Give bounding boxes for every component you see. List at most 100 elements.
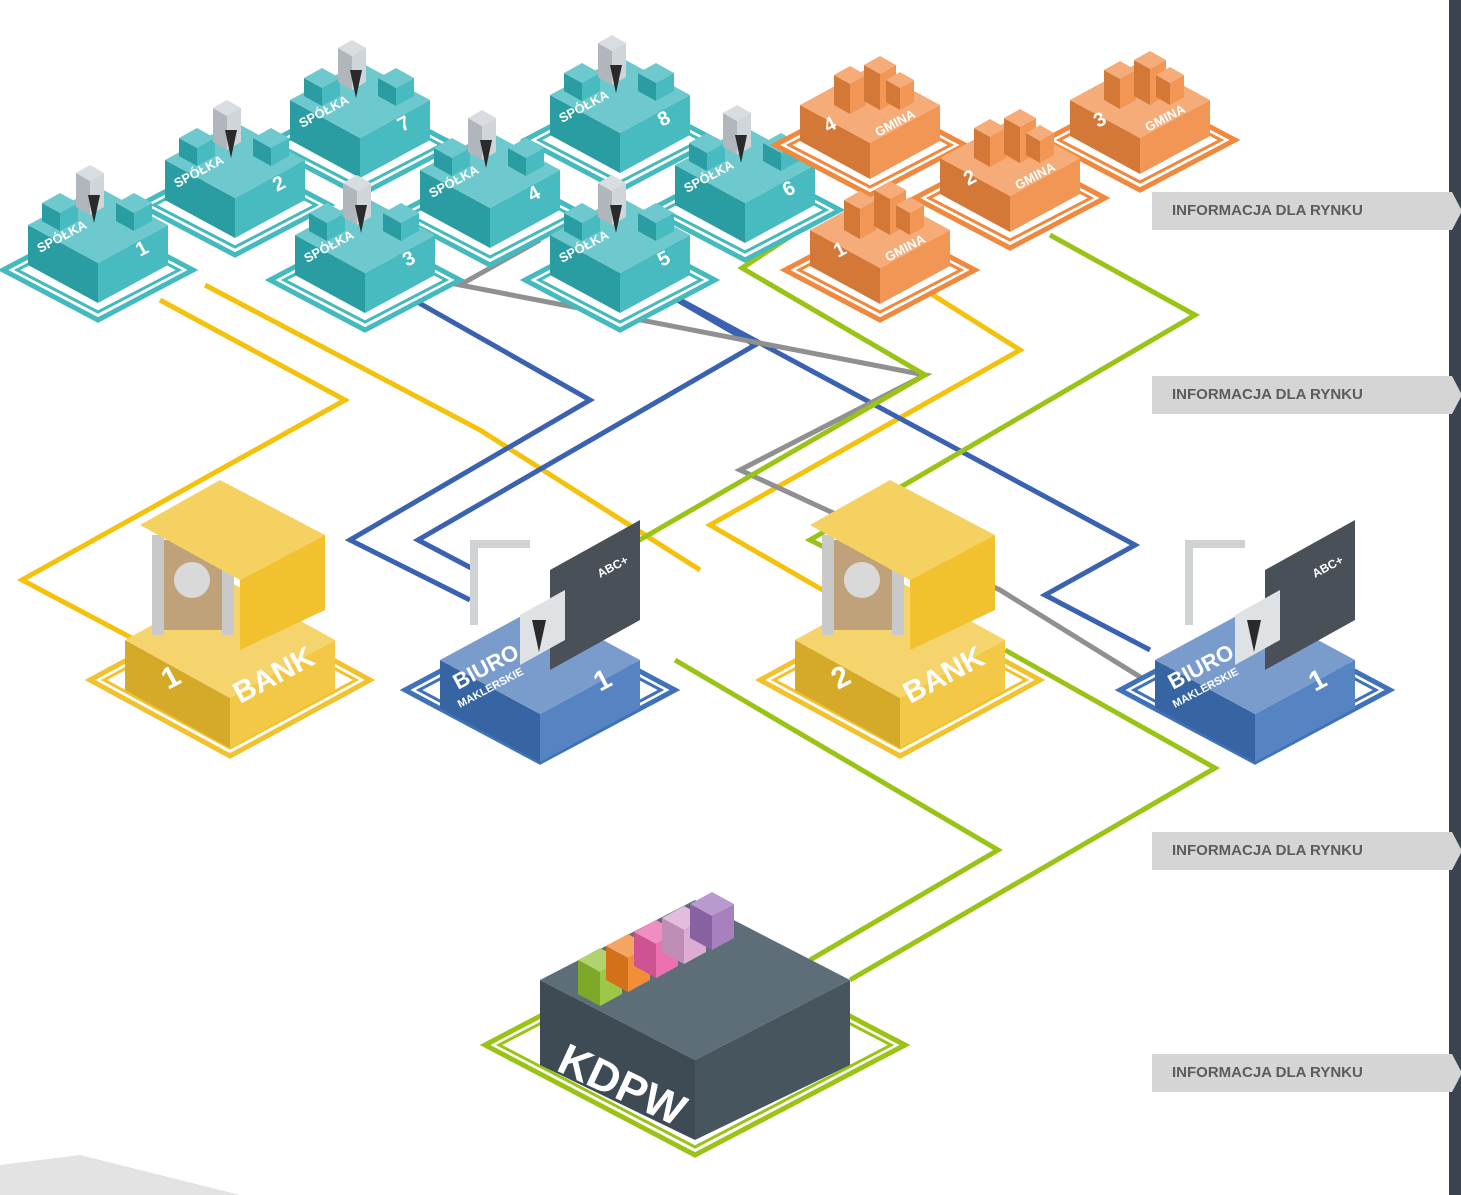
company-block-left-face	[295, 235, 365, 313]
kdpw-block-right-face	[712, 904, 734, 950]
municipality-building-left-face	[874, 190, 890, 235]
market-info-tab[interactable]: INFORMACJA DLA RYNKU	[1152, 192, 1461, 230]
company-block-right-face	[365, 235, 435, 313]
bank-block-left-face	[125, 640, 230, 748]
municipality-block-left-face	[810, 230, 880, 304]
company-tower-right-face	[401, 213, 419, 241]
municipality-block-left-face	[800, 105, 870, 179]
company-tower-left-face	[689, 143, 707, 171]
company-tower-top-face	[638, 63, 674, 83]
municipality-block-left-face	[1070, 100, 1140, 174]
municipality-building-top-face	[1026, 125, 1054, 141]
kdpw-block-left-face	[606, 946, 628, 992]
company-tower-left-face	[383, 213, 401, 241]
kdpw-node: KDPW	[479, 892, 911, 1158]
company-tower-top-face	[179, 128, 215, 148]
company-tower-left-face	[116, 203, 134, 231]
bank-wall	[240, 535, 325, 650]
municipality-building-top-face	[1004, 109, 1036, 127]
v-logo-icon	[88, 195, 100, 223]
municipality-building-left-face	[1026, 133, 1040, 163]
municipality-building-left-face	[1134, 60, 1150, 105]
company-figure-left-face	[723, 113, 737, 155]
municipality-block-right-face	[1140, 100, 1210, 174]
company-tower-left-face	[42, 203, 60, 231]
company-tower-right-face	[327, 213, 345, 241]
company-tower-right-face	[60, 203, 78, 231]
market-info-label: INFORMACJA DLA RYNKU	[1172, 202, 1363, 219]
municipality-building-right-face	[1120, 70, 1136, 109]
broker-block-right-face	[1255, 660, 1355, 762]
v-logo-icon	[610, 65, 622, 93]
bank-column	[152, 535, 164, 635]
company-tower-right-face	[526, 148, 544, 176]
company-figure-top-face	[598, 35, 626, 51]
municipality-building-right-face	[910, 205, 924, 235]
municipality-building-right-face	[860, 200, 876, 239]
company-figure-top-face	[723, 105, 751, 121]
municipality-building-right-face	[1170, 75, 1184, 105]
company-figure-top-face	[76, 165, 104, 181]
company-tower-left-face	[378, 78, 396, 106]
municipality-building-right-face	[1040, 133, 1054, 163]
company-block-left-face	[675, 165, 745, 243]
company-tower-left-face	[179, 138, 197, 166]
company-figure-left-face	[468, 118, 482, 160]
line-gray-spolka5-broker2	[452, 237, 1147, 683]
market-info-tab[interactable]: INFORMACJA DLA RYNKU	[1152, 832, 1461, 870]
market-info-tab[interactable]: INFORMACJA DLA RYNKU	[1152, 1054, 1461, 1092]
company-figure-top-face	[468, 110, 496, 126]
crane-arm	[1185, 540, 1193, 625]
municipality-building-top-face	[974, 119, 1006, 137]
company-tower-right-face	[656, 73, 674, 101]
municipality-building-top-face	[1134, 51, 1166, 69]
company-block-right-face	[490, 170, 560, 248]
bank-column	[822, 535, 834, 635]
municipality-building-top-face	[834, 66, 866, 84]
municipality-building-left-face	[974, 128, 990, 167]
background-wedge	[0, 1155, 240, 1195]
company-tower-left-face	[638, 73, 656, 101]
company-tower-top-face	[309, 203, 345, 223]
company-tower-left-face	[434, 148, 452, 176]
line-yellow-spolka2-bank2	[203, 282, 702, 573]
company-tower-right-face	[582, 73, 600, 101]
municipality-building-top-face	[1156, 67, 1184, 83]
market-info-tab[interactable]: INFORMACJA DLA RYNKU	[1152, 376, 1461, 414]
municipality-building-top-face	[896, 197, 924, 213]
company-tower-left-face	[309, 213, 327, 241]
bank-roof	[140, 480, 325, 580]
municipality-building-right-face	[990, 128, 1006, 167]
company-block-left-face	[550, 95, 620, 173]
municipality-building-left-face	[834, 75, 850, 114]
company-figure-left-face	[343, 183, 357, 225]
company-tower-left-face	[253, 138, 271, 166]
market-info-label: INFORMACJA DLA RYNKU	[1172, 386, 1363, 403]
company-tower-right-face	[582, 213, 600, 241]
company-tower-top-face	[434, 138, 470, 158]
municipality-building-right-face	[900, 80, 914, 110]
v-logo-icon	[350, 70, 362, 98]
municipality-building-top-face	[1104, 61, 1136, 79]
v-logo-icon	[355, 205, 367, 233]
company-block-left-face	[165, 160, 235, 238]
company-tower-left-face	[638, 213, 656, 241]
company-figure-left-face	[213, 108, 227, 150]
line-green-broker1-kdpw	[673, 657, 1003, 963]
v-logo-icon	[735, 135, 747, 163]
company-block-left-face	[420, 170, 490, 248]
crane-arm	[470, 540, 478, 625]
municipality-building-left-face	[844, 200, 860, 239]
municipality-block-right-face	[1010, 158, 1080, 232]
municipality-building-top-face	[886, 72, 914, 88]
